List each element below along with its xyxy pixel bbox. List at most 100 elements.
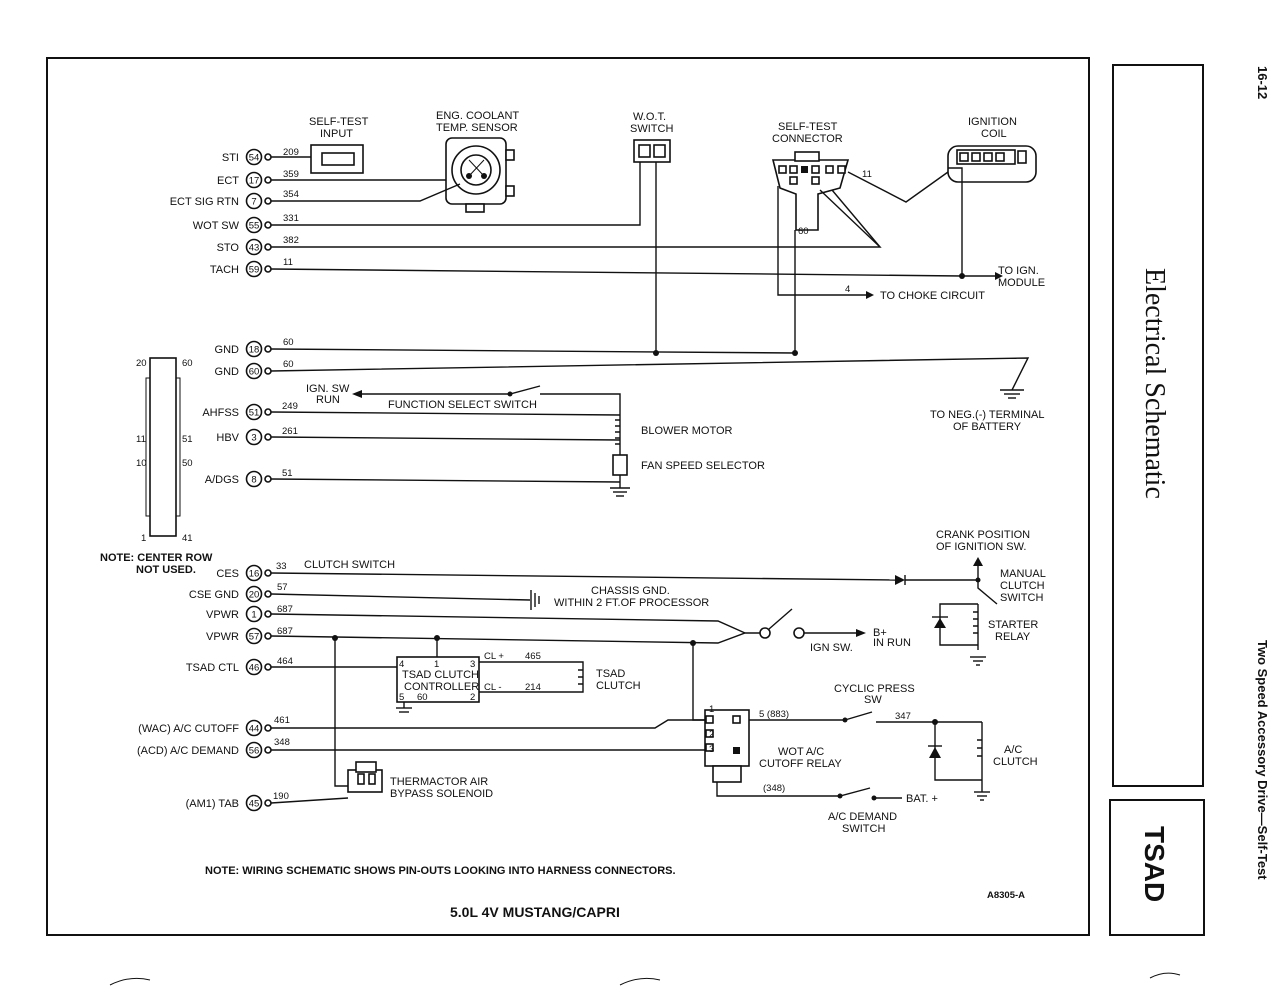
crank-position-label-2: OF IGNITION SW. [936, 541, 1026, 553]
figure-id: A8305-A [987, 890, 1025, 901]
wire-label-348: 348 [274, 737, 290, 748]
pin-number-circle [245, 171, 263, 189]
pin-number: 54 [249, 153, 260, 164]
pin-row: VPWR 57 [206, 627, 272, 645]
pin-terminal [264, 265, 272, 273]
ign-sw-run-label-1: IGN. SW [306, 383, 350, 395]
tsad-controller-label-2: CONTROLLER [404, 681, 479, 693]
pin-terminal [264, 197, 272, 205]
pin-number-circle [245, 719, 263, 737]
wot-switch: W.O.T. SWITCH [630, 111, 673, 163]
wire-label-57: 57 [277, 582, 288, 593]
wire-label-382: 382 [283, 235, 299, 246]
pin-number-circle [245, 627, 263, 645]
pin-terminal [264, 569, 272, 577]
wire-label-687a: 687 [277, 604, 293, 615]
wire-label-60-stc: 60 [798, 226, 809, 237]
pin-number: 57 [249, 632, 260, 643]
ac-clutch-label-1: A/C [1004, 744, 1022, 756]
pin-number-circle [245, 238, 263, 256]
wire-label-331: 331 [283, 213, 299, 224]
blower-motor [610, 415, 630, 497]
to-neg-terminal-label-2: OF BATTERY [953, 421, 1022, 433]
manual-clutch-switch-contacts [977, 566, 998, 605]
pin-terminal [264, 408, 272, 416]
ctl-pin-2: 2 [470, 692, 475, 703]
wot-ac-relay-label-1: WOT A/C [778, 746, 824, 758]
bat-plus-label: BAT. + [906, 793, 938, 805]
wire-label-209: 209 [283, 147, 299, 158]
wire-function-select-switch [362, 385, 541, 395]
pin-label: VPWR [206, 609, 239, 621]
pin-number: 17 [249, 176, 260, 187]
section-tab: TSAD [1139, 826, 1170, 902]
thermactor-bypass-solenoid [347, 761, 383, 793]
pin-label: (WAC) A/C CUTOFF [138, 723, 239, 735]
footer-title: 5.0L 4V MUSTANG/CAPRI [450, 904, 620, 920]
wire-261 [270, 436, 621, 441]
pin-label: AHFSS [202, 407, 239, 419]
pin-terminal [264, 176, 272, 184]
pin-label: (ACD) A/C DEMAND [137, 745, 239, 757]
coolant-sensor-label-2: TEMP. SENSOR [436, 122, 518, 134]
scan-mark-right [1149, 972, 1181, 979]
pin-terminal [264, 724, 272, 732]
tsad-clutch-label-1: TSAD [596, 668, 625, 680]
wire-switch-to-motor [540, 393, 621, 415]
ignition-coil-label-1: IGNITION [968, 116, 1017, 128]
self-test-input-label-1: SELF-TEST [309, 116, 369, 128]
pin-terminal [264, 433, 272, 441]
wire-348-demand [716, 782, 871, 797]
wire-label-464: 464 [277, 656, 293, 667]
engine-coolant-temp-sensor: ENG. COOLANT TEMP. SENSOR [436, 110, 519, 213]
relay-pin-2: 2 [709, 729, 714, 740]
section-title: Electrical Schematic [1139, 268, 1170, 499]
pin-terminal [264, 221, 272, 229]
relay-pin-1: 1 [709, 704, 714, 715]
tsad-clutch-label-2: CLUTCH [596, 680, 641, 692]
ctl-pin-1: 1 [434, 659, 439, 670]
wire-60-gnd18 [270, 348, 796, 354]
pin-terminal [264, 153, 272, 161]
cyclic-press-label-2: SW [864, 694, 882, 706]
wire-label-cl-minus: CL - [484, 682, 502, 693]
wire-249 [270, 411, 621, 416]
pin-label: VPWR [206, 631, 239, 643]
tsad-controller-label-1: TSAD CLUTCH [402, 669, 479, 681]
pin-number-circle [245, 741, 263, 759]
b-plus-label-2: IN RUN [873, 637, 911, 649]
wire-11-coil [847, 171, 949, 203]
pin-terminal [264, 610, 272, 618]
wire-label-190: 190 [273, 791, 289, 802]
pin-number: 20 [249, 590, 260, 601]
schematic-frame [46, 57, 1090, 936]
pin-terminal [264, 475, 272, 483]
wire-331 [271, 162, 641, 226]
conn-pin-51: 51 [182, 434, 193, 445]
ctl-pin-4: 4 [399, 659, 404, 670]
wire-label-60a: 60 [283, 337, 294, 348]
conn-pin-1: 1 [141, 533, 146, 544]
to-ign-module-label-2: MODULE [998, 277, 1045, 289]
ac-clutch-label-2: CLUTCH [993, 756, 1038, 768]
pin-terminal [264, 345, 272, 353]
ignition-coil-label-2: COIL [981, 128, 1007, 140]
pin-number-circle [245, 585, 263, 603]
scan-mark-left [109, 977, 151, 986]
pin-number-circle [245, 605, 263, 623]
b-plus-label-1: B+ [873, 627, 887, 639]
pin-number: 3 [251, 433, 256, 444]
wire-label-261: 261 [282, 426, 298, 437]
wire-190 [270, 797, 349, 804]
pin-number-circle [245, 362, 263, 380]
conn-pin-10: 10 [136, 458, 147, 469]
page-number: 16-12 [1255, 66, 1270, 99]
pin-label: GND [215, 366, 240, 378]
wire-51 [270, 478, 621, 483]
ign-sw-run-label-2: RUN [316, 394, 340, 406]
